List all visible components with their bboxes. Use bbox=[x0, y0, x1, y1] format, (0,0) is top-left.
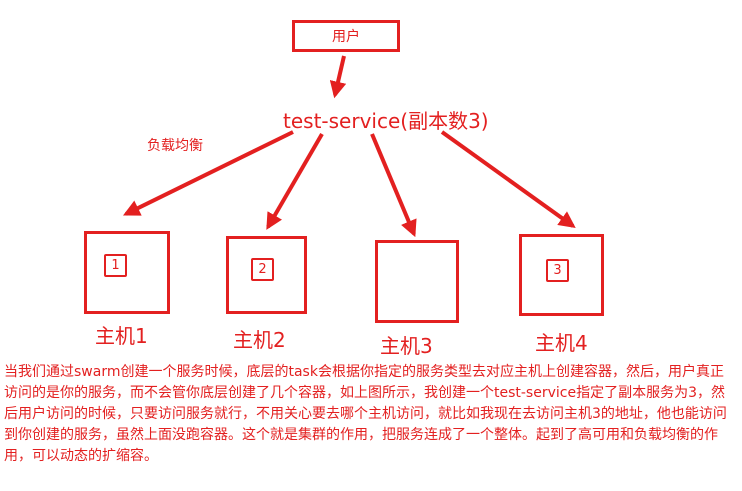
host-label-2: 主机2 bbox=[233, 328, 286, 352]
arrow-service-to-host1 bbox=[122, 130, 294, 216]
host-label-1: 主机1 bbox=[95, 324, 148, 348]
arrow-service-to-host2 bbox=[266, 132, 324, 230]
task-badge-2: 2 bbox=[251, 258, 274, 281]
arrow-service-to-host4 bbox=[440, 130, 576, 228]
host-node-1 bbox=[84, 231, 170, 314]
user-node: 用户 bbox=[292, 20, 400, 52]
service-label: test-service(副本数3) bbox=[283, 109, 489, 133]
load-balance-label: 负载均衡 bbox=[147, 138, 203, 154]
host-label-3: 主机3 bbox=[380, 334, 433, 358]
task-badge-3: 3 bbox=[546, 259, 569, 282]
task-badge-1: 1 bbox=[104, 254, 127, 277]
host-label-4: 主机4 bbox=[535, 331, 588, 355]
arrow-service-to-host3 bbox=[370, 133, 417, 238]
host-node-3 bbox=[375, 240, 459, 323]
user-label: 用户 bbox=[332, 29, 360, 45]
host-node-4 bbox=[519, 234, 604, 316]
description-text: 当我们通过swarm创建一个服务时候，底层的task会根据你指定的服务类型去对应… bbox=[4, 364, 727, 464]
arrow-user-to-service bbox=[329, 55, 347, 99]
